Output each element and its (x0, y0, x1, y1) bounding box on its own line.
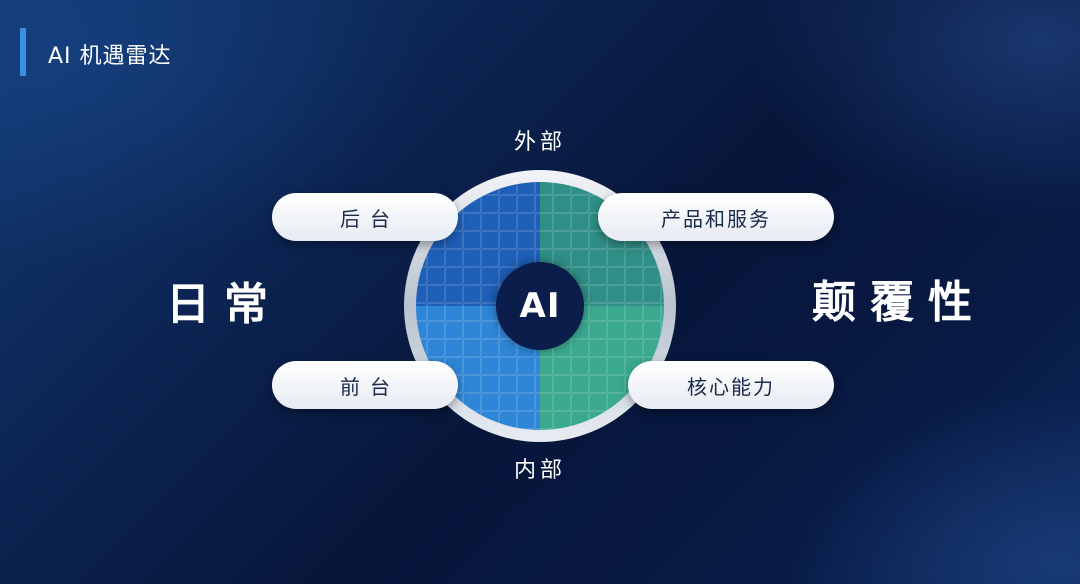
quadrant-label-bottom-right: 核心能力 (628, 361, 834, 409)
axis-label-left: 日常 (166, 279, 282, 330)
axis-label-right: 颠覆性 (812, 277, 986, 328)
title-accent-bar (20, 28, 26, 76)
page-title: AI 机遇雷达 (48, 44, 172, 69)
center-ai-badge: AI (496, 262, 584, 350)
axis-label-top: 外部 (513, 130, 566, 155)
quadrant-label-top-right: 产品和服务 (598, 193, 834, 241)
axis-label-bottom: 内部 (513, 458, 566, 483)
quadrant-label-bottom-left: 前台 (272, 361, 458, 409)
quadrant-label-top-left: 后台 (272, 193, 458, 241)
